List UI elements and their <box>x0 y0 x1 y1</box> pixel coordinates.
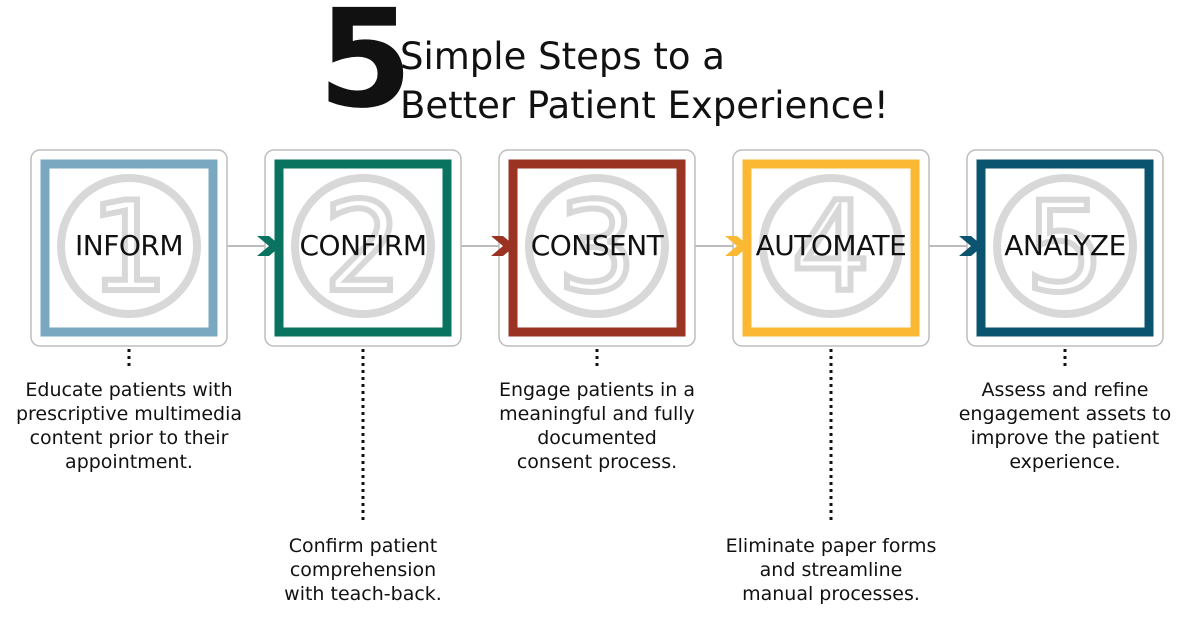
ghost-numeral: 4 <box>792 176 871 320</box>
title-line-1: Simple Steps to a <box>400 35 725 78</box>
description-line: meaningful and fully <box>499 403 695 425</box>
ghost-circle <box>525 174 669 318</box>
description-line: with teach-back. <box>284 583 442 605</box>
title-line-2: Better Patient Experience! <box>400 84 889 127</box>
chevron-arrow-icon <box>725 236 749 256</box>
description-line: Assess and refine <box>981 379 1149 401</box>
description-line: Confirm patient <box>288 535 438 557</box>
step-color-square <box>742 159 920 337</box>
step-2: 2 <box>264 149 462 347</box>
chevron-arrow-icon <box>257 236 281 256</box>
description-line: content prior to their <box>29 427 229 449</box>
ghost-numeral: 5 <box>1026 176 1105 320</box>
title-block: 5 Simple Steps to a Better Patient Exper… <box>318 0 918 133</box>
step-label: INFORM <box>75 229 183 262</box>
ghost-circle <box>291 174 435 318</box>
step-label: ANALYZE <box>1004 229 1126 262</box>
description-line: appointment. <box>65 451 193 473</box>
step-label: CONFIRM <box>299 229 427 262</box>
step-label: AUTOMATE <box>755 229 907 262</box>
description-line: experience. <box>1009 451 1121 473</box>
step-color-square <box>976 159 1154 337</box>
ghost-circle <box>993 174 1137 318</box>
description-line: and streamline <box>759 559 903 581</box>
description-line: Eliminate paper forms <box>725 535 937 557</box>
step-color-square <box>40 159 218 337</box>
description-line: prescriptive multimedia <box>15 403 243 425</box>
step-1: 1 <box>30 149 228 347</box>
ghost-numeral: 3 <box>558 176 637 320</box>
description-line: engagement assets to <box>958 403 1172 425</box>
step-label: CONSENT <box>530 229 664 262</box>
description-line: comprehension <box>289 559 437 581</box>
description-line: Educate patients with <box>25 379 233 401</box>
chevron-arrow-icon <box>491 236 515 256</box>
step-5: 5 <box>966 149 1164 347</box>
ghost-numeral: 2 <box>324 176 403 320</box>
step-color-square <box>274 159 452 337</box>
ghost-circle <box>57 174 201 318</box>
step-4: 4 <box>732 149 930 347</box>
description-line: manual processes. <box>742 583 920 605</box>
ghost-numeral: 1 <box>90 176 169 320</box>
chevron-arrow-icon <box>959 236 983 256</box>
description-line: Engage patients in a <box>498 379 696 401</box>
title-number: 5 <box>318 0 413 139</box>
description-line: consent process. <box>516 451 678 473</box>
ghost-circle <box>759 174 903 318</box>
description-line: documented <box>537 427 657 449</box>
step-3: 3 <box>498 149 696 347</box>
step-color-square <box>508 159 686 337</box>
description-line: improve the patient <box>970 427 1160 449</box>
